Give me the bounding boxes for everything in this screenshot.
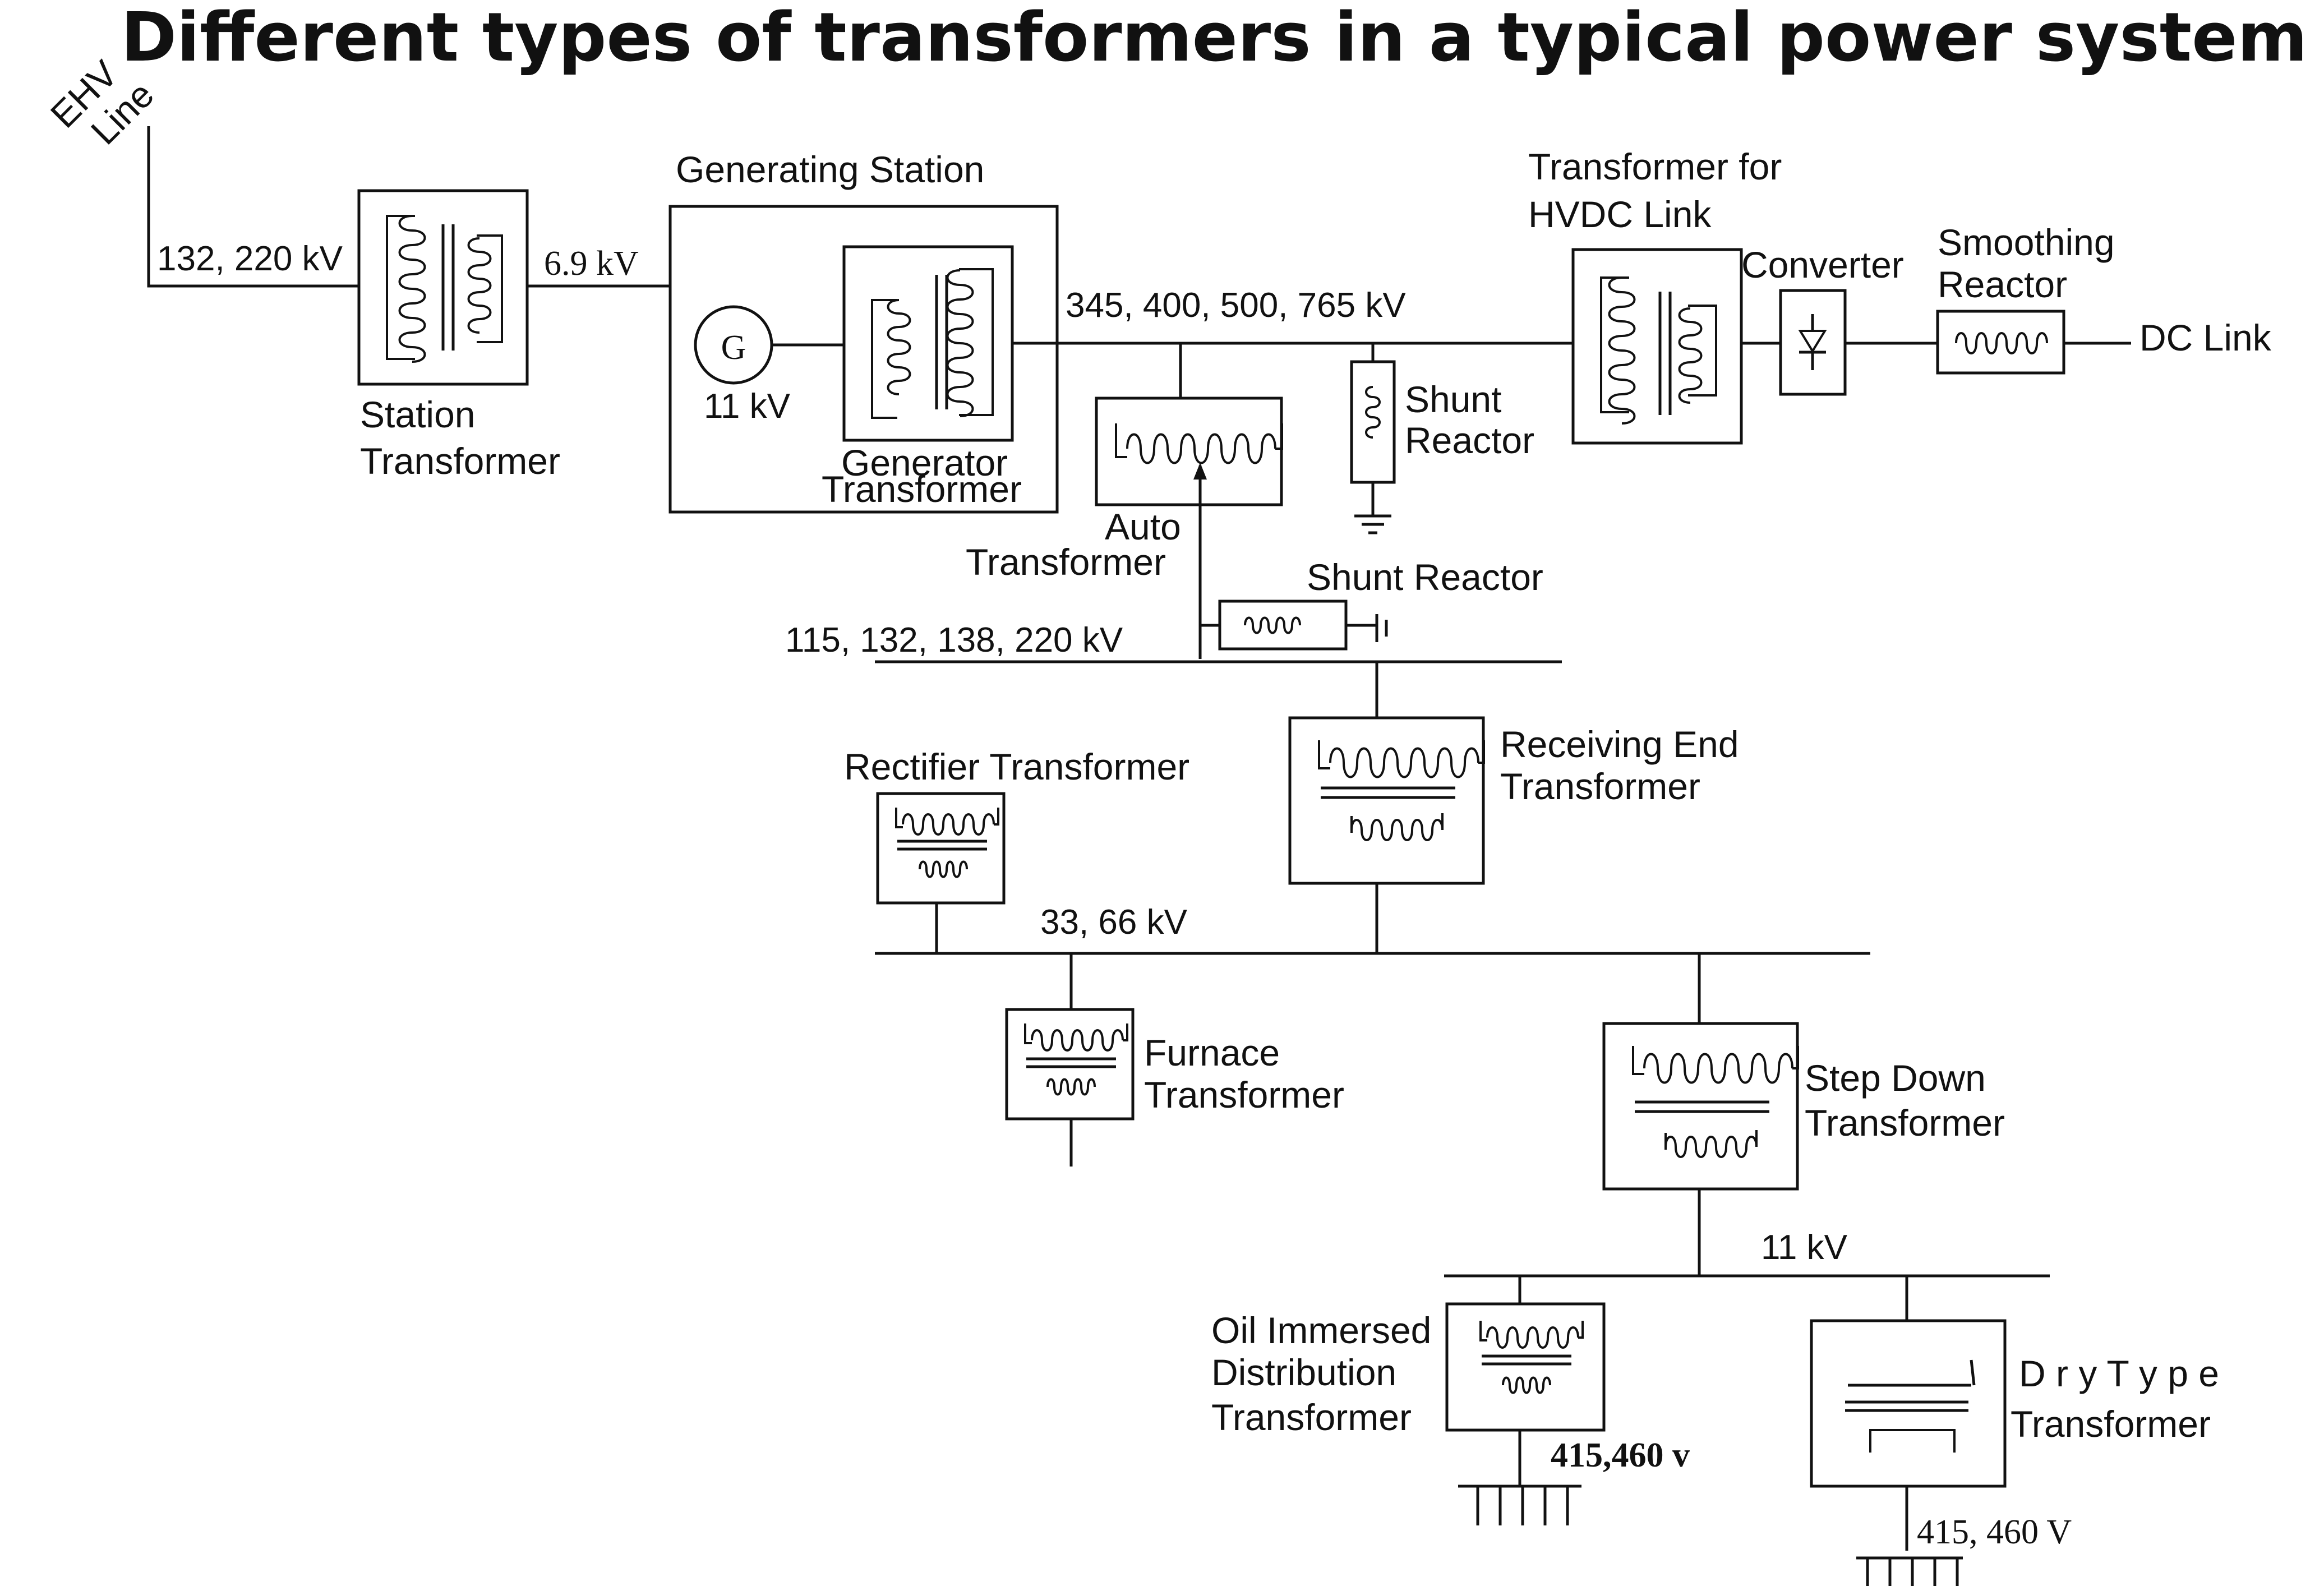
shunt-reactor-mid-label: Shunt Reactor [1307, 556, 1543, 598]
auto-transformer [1095, 396, 1283, 659]
shunt-reactor-top-label-1: Shunt [1405, 379, 1501, 420]
hvdc-transformer-label-2: HVDC Link [1528, 193, 1712, 235]
auto-transformer-label-2: Transformer [966, 541, 1166, 583]
receiving-end-transformer [1288, 716, 1485, 885]
receiving-end-label-2: Transformer [1500, 766, 1700, 807]
oil-label-2: Distribution [1211, 1352, 1396, 1393]
rectifier-transformer-label: Rectifier Transformer [844, 746, 1189, 787]
station-transformer [357, 189, 529, 386]
diagram-title: Different types of transformers in a typ… [121, 0, 2307, 77]
dry-type-label-2: Transformer [2011, 1403, 2211, 1445]
station-transformer-label-2: Transformer [360, 440, 560, 482]
step-down-label-1: Step Down [1805, 1057, 1986, 1099]
ehv-input-line [147, 126, 359, 288]
voltage-415-oil-label: 415,460 v [1551, 1436, 1690, 1474]
oil-label-3: Transformer [1211, 1396, 1412, 1438]
dry-type-transformer [1810, 1319, 2007, 1551]
voltage-11kv-dist-label: 11 kV [1761, 1228, 1848, 1267]
oil-label-1: Oil Immersed [1211, 1310, 1431, 1351]
voltage-132-220-label: 132, 220 kV [157, 239, 343, 278]
auto-transformer-label-1: Auto [1105, 506, 1181, 547]
hvdc-transformer-label-1: Transformer for [1528, 146, 1782, 187]
dc-link-label: DC Link [2139, 317, 2272, 358]
hvdc-transformer [1571, 248, 1743, 445]
smoothing-reactor [1936, 310, 2065, 375]
smoothing-reactor-label-2: Reactor [1938, 264, 2067, 305]
furnace-label-2: Transformer [1144, 1074, 1344, 1115]
rectifier-transformer [876, 792, 1006, 905]
step-down-label-2: Transformer [1805, 1102, 2005, 1144]
voltage-415-dry-label: 415, 460 V [1917, 1513, 2072, 1551]
oil-transformer-output-feeders [1458, 1430, 1581, 1525]
shunt-reactor-top-label-2: Reactor [1405, 419, 1534, 461]
shunt-reactor-top [1350, 360, 1396, 534]
step-down-transformer [1602, 1022, 1799, 1191]
generator-g-label: G [721, 329, 746, 367]
generator-transformer-label-1: Generator [841, 442, 1008, 483]
generator-transformer-label-2: Transformer [822, 468, 1022, 510]
generator-transformer [842, 245, 1014, 442]
dry-type-label-1: D r y T y p e [2019, 1353, 2219, 1394]
voltage-345-label: 345, 400, 500, 765 kV [1066, 286, 1406, 325]
receiving-end-label-1: Receiving End [1500, 723, 1739, 765]
converter-label: Converter [1741, 244, 1904, 285]
furnace-transformer [1005, 1008, 1135, 1121]
smoothing-reactor-label-1: Smoothing [1938, 222, 2115, 263]
voltage-11kv-gen-label: 11 kV [704, 387, 791, 426]
voltage-33-66-label: 33, 66 kV [1040, 903, 1188, 942]
station-transformer-label-1: Station [360, 394, 475, 435]
furnace-label-1: Furnace [1144, 1032, 1280, 1073]
generating-station-label: Generating Station [676, 149, 984, 190]
oil-immersed-transformer [1445, 1302, 1606, 1432]
shunt-reactor-mid [1218, 600, 1388, 651]
voltage-6-9-label: 6.9 kV [544, 245, 639, 283]
dry-transformer-output-feeders [1856, 1556, 1963, 1586]
voltage-115-label: 115, 132, 138, 220 kV [785, 621, 1123, 660]
converter [1779, 289, 1847, 396]
